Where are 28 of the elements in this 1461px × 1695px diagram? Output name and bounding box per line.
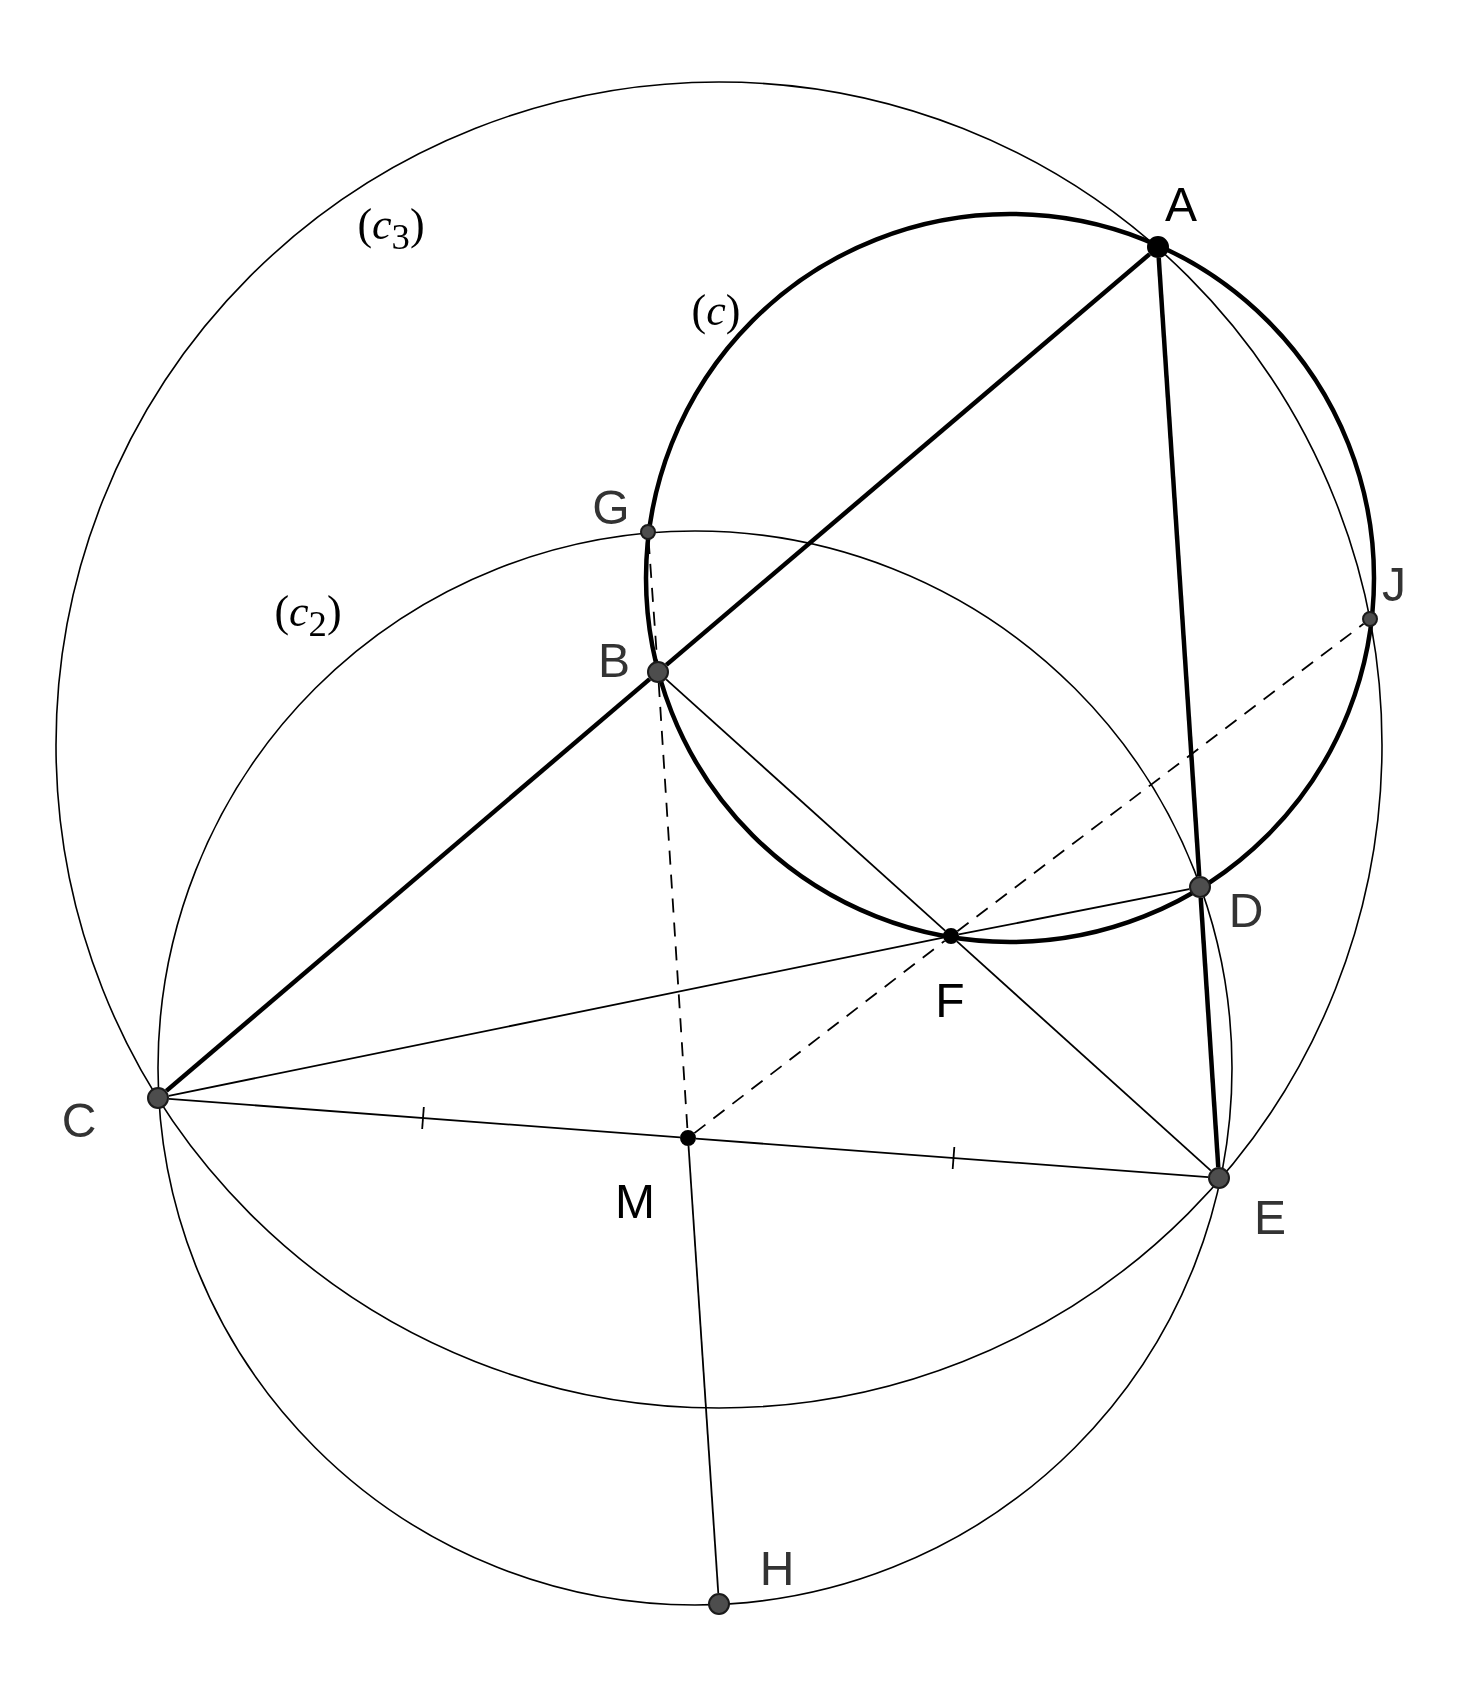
line-segment <box>687 1145 720 1594</box>
line-segment <box>167 936 945 1097</box>
dashed-segment <box>956 622 1365 933</box>
line-segment <box>164 677 652 1093</box>
point-label: G <box>592 484 630 532</box>
line-segment <box>1198 897 1221 1168</box>
dashed-segment <box>647 539 659 662</box>
circle-label: (c$_{3}$) <box>357 202 425 256</box>
line-segment <box>957 888 1191 936</box>
point-label: E <box>1254 1194 1286 1242</box>
line-segment <box>956 940 1212 1172</box>
point-label: F <box>935 977 965 1025</box>
dashed-segment <box>657 682 689 1131</box>
line-segment <box>1156 257 1202 877</box>
line-segment <box>168 1097 681 1139</box>
line-segment <box>695 1137 1209 1179</box>
point-label: A <box>1165 181 1197 229</box>
point-label: B <box>598 637 630 685</box>
circle-label: (c$_{2}$) <box>274 589 342 643</box>
dashed-segment <box>693 939 946 1135</box>
point-label: C <box>61 1097 97 1145</box>
line-segment <box>665 678 946 932</box>
circle-label: (c) <box>691 289 741 333</box>
point-label: M <box>615 1178 655 1226</box>
line-segment <box>664 252 1152 667</box>
point-label: J <box>1382 561 1406 609</box>
point-label: D <box>1228 887 1264 935</box>
point-label: H <box>759 1545 795 1593</box>
